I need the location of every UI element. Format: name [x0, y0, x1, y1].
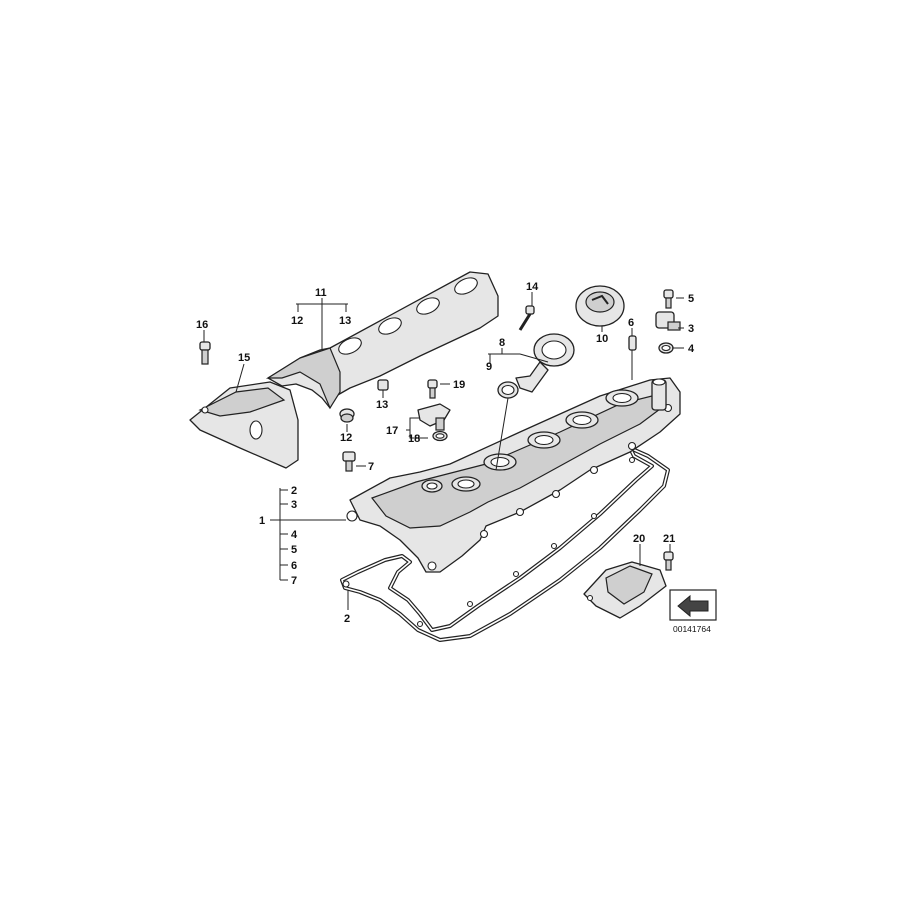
seal-ring-18: [432, 430, 448, 442]
callout-18: 18: [408, 433, 420, 445]
callout-15: 15: [238, 352, 250, 364]
callout-5: 5: [291, 544, 297, 556]
callout-13: 13: [339, 315, 351, 327]
callout-6: 6: [291, 560, 297, 572]
callout-7: 7: [368, 461, 374, 473]
oil-filler-neck: [515, 333, 575, 393]
bolt-21: [663, 551, 674, 571]
leader-lines: [203, 292, 684, 610]
callout-20: 20: [633, 533, 645, 545]
callout-9: 9: [486, 361, 492, 373]
callout-19: 19: [453, 379, 465, 391]
orientation-arrow-box: [669, 589, 717, 621]
seal-ring-9: [497, 381, 519, 399]
callout-10: 10: [596, 333, 608, 345]
bolt-5: [663, 289, 674, 309]
callout-1: 1: [259, 515, 265, 527]
engine-cover: [265, 271, 499, 410]
callout-13: 13: [376, 399, 388, 411]
oil-filler-cap: [575, 285, 625, 327]
seal-ring-4: [658, 342, 674, 354]
valve-cover-gasket: [340, 446, 670, 642]
callout-4: 4: [291, 529, 298, 541]
bolt-16: [199, 341, 211, 365]
bracket-20: [583, 561, 667, 619]
bolt-7: [342, 451, 356, 472]
clip-13: [377, 379, 389, 391]
callout-8: 8: [499, 337, 505, 349]
callout-21: 21: [663, 533, 675, 545]
sensor-17: [417, 403, 451, 431]
callout-12: 12: [291, 315, 303, 327]
callout-16: 16: [196, 319, 208, 331]
callout-6: 6: [628, 317, 634, 329]
sensor-3: [655, 311, 681, 331]
cover-15: [189, 381, 299, 469]
arrow-icon: [677, 594, 709, 618]
callout-5: 5: [688, 293, 694, 305]
grommet-12: [339, 408, 355, 423]
callout-4: 4: [688, 343, 695, 355]
callout-14: 14: [526, 281, 539, 293]
bolt-14: [518, 305, 535, 331]
document-number: 00141764: [673, 624, 711, 634]
callout-17: 17: [386, 425, 398, 437]
callout-7: 7: [291, 575, 297, 587]
callout-2: 2: [344, 613, 350, 625]
bolt-19: [427, 379, 438, 399]
callout-12: 12: [340, 432, 352, 444]
sensor-6: [628, 335, 637, 351]
callout-numbers: 11 12 13 14 16 15 8 9 10 6 5 3 4 19 13 1…: [196, 281, 695, 625]
callout-2: 2: [291, 485, 297, 497]
cylinder-head-cover: [346, 377, 681, 573]
callout-3: 3: [688, 323, 694, 335]
callout-3: 3: [291, 499, 297, 511]
callout-11: 11: [315, 287, 327, 299]
